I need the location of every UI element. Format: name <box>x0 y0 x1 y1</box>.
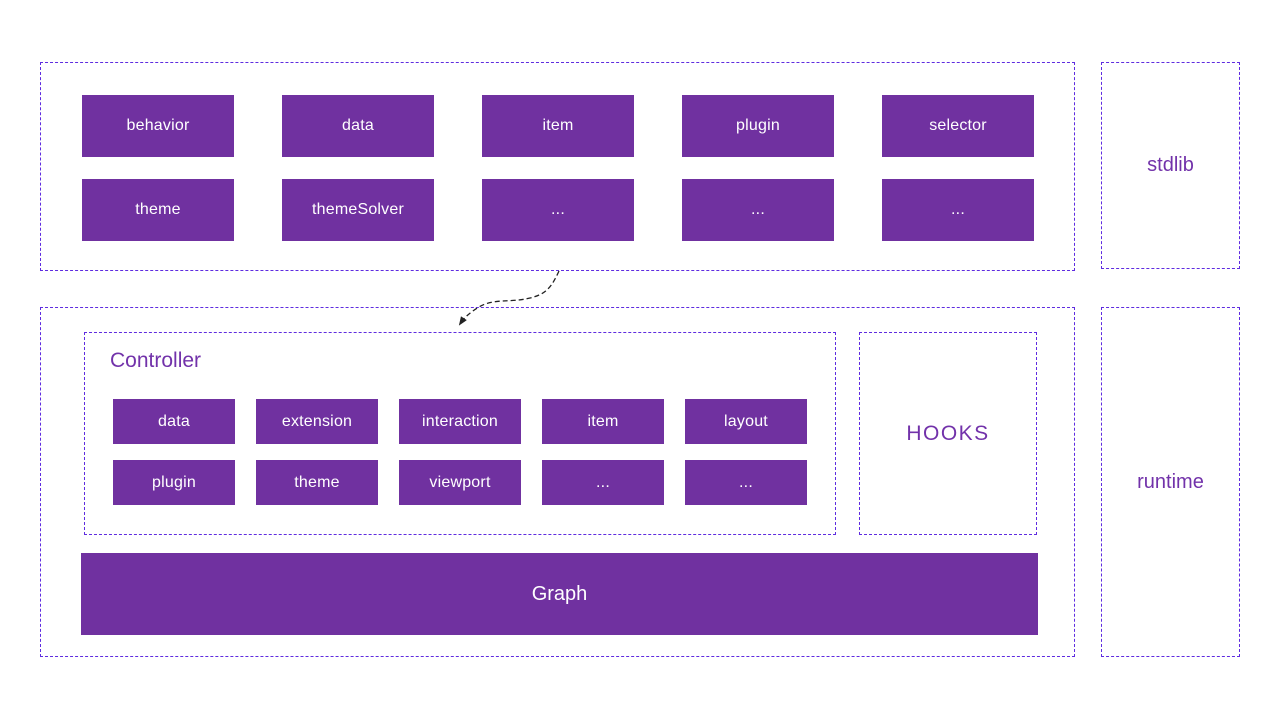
controller-module-viewport: viewport <box>399 460 521 505</box>
hooks-box: HOOKS <box>859 332 1037 535</box>
module-themesolver: themeSolver <box>282 179 434 241</box>
controller-module-grid: data extension interaction item layout p… <box>113 399 807 505</box>
runtime-label: runtime <box>1137 470 1204 493</box>
controller-module-layout: layout <box>685 399 807 444</box>
module-data: data <box>282 95 434 157</box>
module-item: item <box>482 95 634 157</box>
controller-module-ellipsis-1: ... <box>542 460 664 505</box>
module-ellipsis-1: ... <box>482 179 634 241</box>
module-theme: theme <box>82 179 234 241</box>
module-ellipsis-3: ... <box>882 179 1034 241</box>
controller-title: Controller <box>110 349 202 372</box>
controller-box: Controller data extension interaction it… <box>84 332 836 535</box>
stdlib-module-grid: behavior data item plugin selector theme… <box>82 95 1034 241</box>
controller-module-interaction: interaction <box>399 399 521 444</box>
hooks-label: HOOKS <box>906 421 990 445</box>
controller-module-data: data <box>113 399 235 444</box>
controller-module-plugin: plugin <box>113 460 235 505</box>
stdlib-label-box: stdlib <box>1101 62 1240 269</box>
controller-module-item: item <box>542 399 664 444</box>
controller-module-theme: theme <box>256 460 378 505</box>
module-selector: selector <box>882 95 1034 157</box>
controller-module-ellipsis-2: ... <box>685 460 807 505</box>
controller-module-extension: extension <box>256 399 378 444</box>
stdlib-modules-panel: behavior data item plugin selector theme… <box>40 62 1075 271</box>
stdlib-label: stdlib <box>1147 154 1194 176</box>
graph-bar: Graph <box>81 553 1038 635</box>
runtime-panel: Controller data extension interaction it… <box>40 307 1075 657</box>
graph-label: Graph <box>531 582 588 605</box>
module-behavior: behavior <box>82 95 234 157</box>
module-ellipsis-2: ... <box>682 179 834 241</box>
module-plugin: plugin <box>682 95 834 157</box>
runtime-label-box: runtime <box>1101 307 1240 657</box>
